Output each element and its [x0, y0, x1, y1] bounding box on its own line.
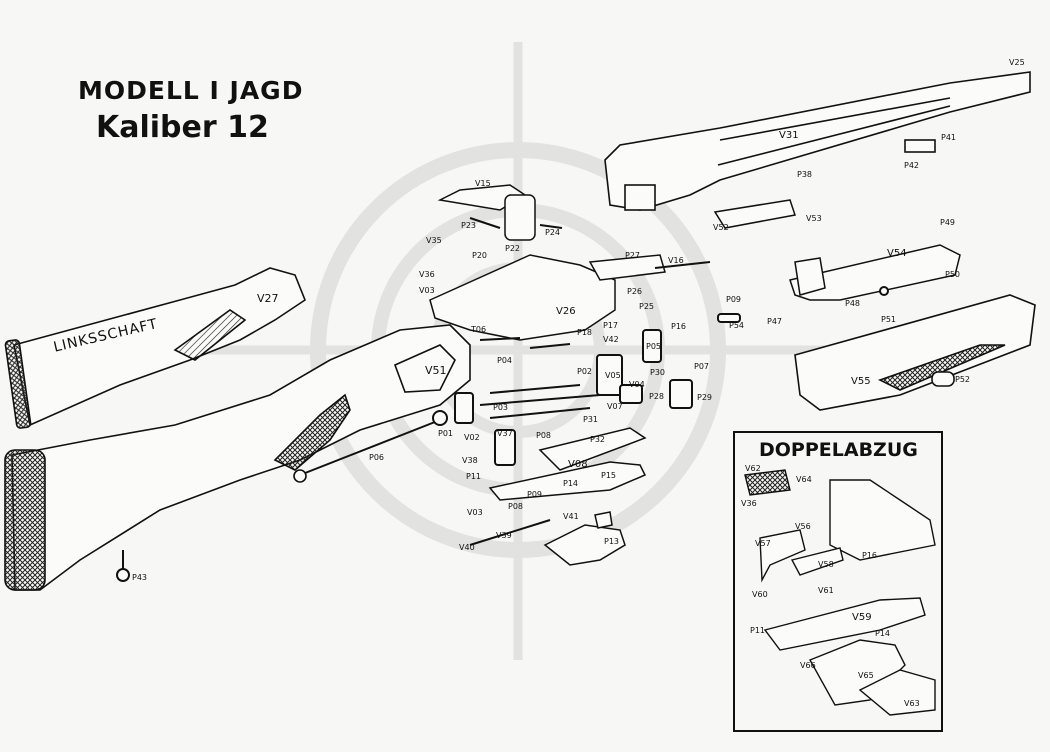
label-v52: V52	[713, 223, 729, 232]
label-p38: P38	[797, 170, 813, 179]
label-v61: V61	[818, 586, 834, 595]
label-p01: P01	[438, 429, 454, 438]
label-v35: V35	[426, 236, 442, 245]
label-p27: P27	[625, 251, 641, 260]
inset-title: DOPPELABZUG	[759, 439, 918, 461]
label-p47: P47	[767, 317, 783, 326]
label-p43: P43	[132, 573, 148, 582]
label-p51: P51	[881, 315, 897, 324]
label-v25: V25	[1009, 58, 1025, 67]
label-p03: P03	[493, 403, 509, 412]
label-p42: P42	[904, 161, 920, 170]
label-p54: P54	[729, 321, 745, 330]
label-p24: P24	[545, 228, 561, 237]
v26-label: V26	[556, 306, 576, 317]
label-p18: P18	[577, 328, 593, 337]
label-v15: V15	[475, 179, 491, 188]
label-v38: V38	[462, 456, 478, 465]
label-v56: V56	[795, 522, 811, 531]
main-stock	[4, 324, 471, 591]
label-p17: P17	[603, 321, 619, 330]
label-p13: P13	[604, 537, 620, 546]
label-v57: V57	[755, 539, 771, 548]
label-p05: P05	[646, 342, 662, 351]
v08-label: V08	[568, 459, 588, 470]
label-p48: P48	[845, 299, 861, 308]
label-p08b: P08	[508, 502, 524, 511]
double-trigger-parts	[744, 469, 936, 716]
barrel-assembly	[604, 71, 1031, 211]
label-v41: V41	[563, 512, 579, 521]
label-p11b: P11	[750, 626, 766, 635]
trigger-group	[488, 427, 647, 566]
label-p31: P31	[583, 415, 599, 424]
caliber-title: Kaliber 12	[96, 110, 269, 145]
left-stock	[4, 267, 306, 429]
forend-iron	[713, 199, 961, 301]
label-v36b: V36	[741, 499, 757, 508]
label-v66: V66	[800, 661, 816, 670]
model-title: MODELL I JAGD	[78, 76, 304, 105]
label-v58: V58	[818, 560, 834, 569]
label-v05: V05	[605, 371, 621, 380]
v27-label: V27	[257, 292, 279, 305]
label-v40: V40	[459, 543, 475, 552]
label-p16b: P16	[862, 551, 878, 560]
label-v60: V60	[752, 590, 768, 599]
label-v63: V63	[904, 699, 920, 708]
label-v03a: V03	[419, 286, 435, 295]
v54-label: V54	[887, 248, 907, 259]
label-p32: P32	[590, 435, 606, 444]
label-v16: V16	[668, 256, 684, 265]
v51-label: V51	[425, 364, 447, 377]
label-p09b: P09	[527, 490, 543, 499]
label-p11a: P11	[466, 472, 482, 481]
v59-label: V59	[852, 612, 872, 623]
label-p14b: P14	[875, 629, 891, 638]
label-p06: P06	[369, 453, 385, 462]
label-p29: P29	[697, 393, 713, 402]
label-p41: P41	[941, 133, 957, 142]
label-v07: V07	[607, 402, 623, 411]
label-t06: T06	[471, 325, 487, 334]
label-v02: V02	[464, 433, 480, 442]
label-p50: P50	[945, 270, 961, 279]
label-p28: P28	[649, 392, 665, 401]
label-v64: V64	[796, 475, 812, 484]
receiver	[429, 184, 666, 341]
label-p25: P25	[639, 302, 655, 311]
label-p20: P20	[472, 251, 488, 260]
label-v53: V53	[806, 214, 822, 223]
label-p14a: P14	[563, 479, 579, 488]
label-v65: V65	[858, 671, 874, 680]
label-p07: P07	[694, 362, 710, 371]
label-p23: P23	[461, 221, 477, 230]
label-p04: P04	[497, 356, 513, 365]
label-p30: P30	[650, 368, 666, 377]
label-p09a: P09	[726, 295, 742, 304]
label-p16a: P16	[671, 322, 687, 331]
forend	[794, 294, 1036, 411]
label-v62: V62	[745, 464, 761, 473]
label-p52: P52	[955, 375, 971, 384]
label-p26: P26	[627, 287, 643, 296]
label-v42: V42	[603, 335, 619, 344]
label-p15: P15	[601, 471, 617, 480]
label-v04: V04	[629, 380, 645, 389]
label-p49: P49	[940, 218, 956, 227]
v55-label: V55	[851, 376, 871, 387]
label-p02: P02	[577, 367, 593, 376]
label-p08a: P08	[536, 431, 552, 440]
label-v36: V36	[419, 270, 435, 279]
label-v37: V37	[497, 429, 513, 438]
label-v03b: V03	[467, 508, 483, 517]
v31-label: V31	[779, 130, 799, 141]
double-trigger-inset: DOPPELABZUG	[733, 431, 943, 732]
small-parts	[116, 217, 889, 582]
label-p22: P22	[505, 244, 521, 253]
label-v39: V39	[496, 531, 512, 540]
